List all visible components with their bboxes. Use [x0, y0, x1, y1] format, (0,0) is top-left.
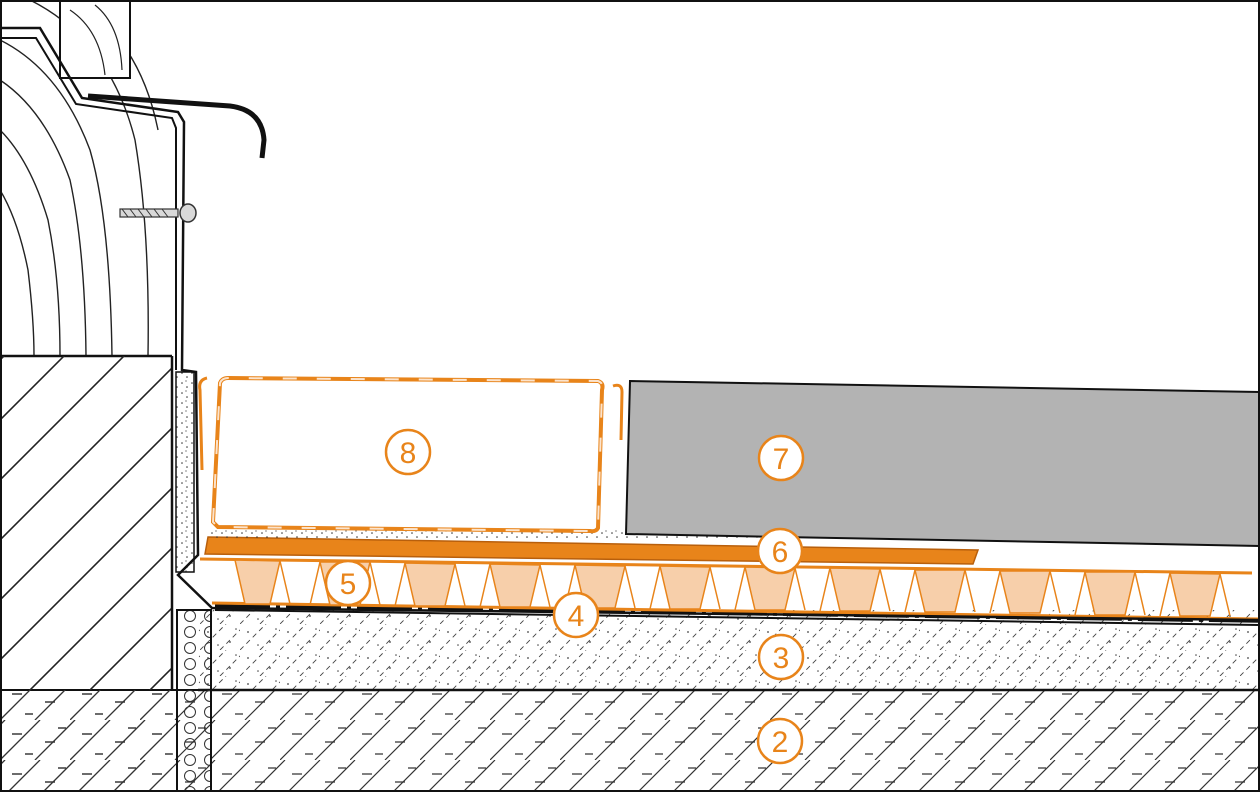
wooden-beam: [0, 0, 172, 358]
screw: [119, 203, 197, 223]
screed-layer: [198, 609, 1260, 692]
callout-4-label: 4: [568, 600, 585, 633]
callout-7: 7: [757, 434, 805, 482]
metal-flashing: [0, 26, 1259, 622]
callout-7-label: 7: [773, 443, 790, 476]
callout-2: 2: [756, 717, 804, 765]
drainage-mat: [199, 557, 1259, 621]
masonry-wall: [0, 356, 174, 792]
callout-6-label: 6: [772, 536, 789, 569]
callout-2-label: 2: [772, 726, 789, 759]
edge-insulation: [175, 371, 212, 792]
callout-5-label: 5: [340, 568, 357, 601]
callout-3: 3: [757, 633, 805, 681]
callout-3-label: 3: [773, 642, 790, 675]
callout-8-label: 8: [400, 437, 417, 470]
callout-4: 4: [552, 591, 600, 639]
gray-paving-slab: [624, 379, 1260, 548]
callout-5: 5: [324, 559, 372, 607]
gutter-hook: [87, 93, 267, 159]
callout-6: 6: [756, 527, 804, 575]
callout-8: 8: [384, 428, 432, 476]
